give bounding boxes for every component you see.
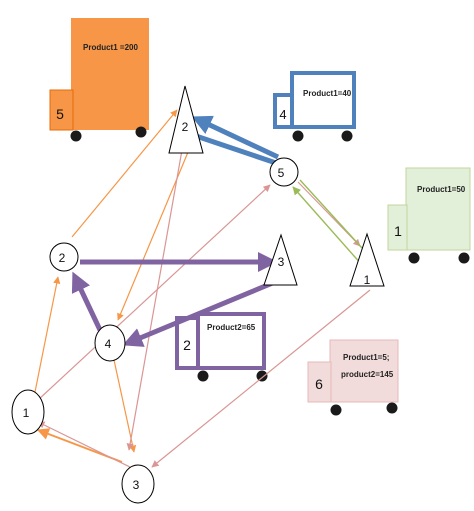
truck-6-wheel <box>386 402 398 414</box>
depot-3-label: 3 <box>278 255 285 269</box>
customer-5: 5 <box>269 157 299 187</box>
route-arrow <box>122 279 276 347</box>
truck-2-number: 2 <box>183 337 191 353</box>
truck-4-cab <box>273 93 294 129</box>
route-arrow <box>299 179 363 249</box>
truck-1-cab <box>387 204 408 251</box>
truck-6-cab <box>307 361 332 403</box>
customer-3: 3 <box>121 464 155 504</box>
truck-6-wheel <box>330 404 342 416</box>
truck-1-wheel <box>408 252 420 264</box>
route-arrow <box>34 276 61 393</box>
truck-2-wheel <box>256 370 268 382</box>
truck-4: 4 Product1=40 <box>273 71 356 142</box>
customer-5-label: 5 <box>278 166 285 180</box>
truck-6-cargo-label-1: Product1=5; <box>343 353 389 362</box>
route-arrow <box>37 421 137 471</box>
truck-1: 1 Product1=50 <box>387 167 471 264</box>
customer-2: 2 <box>49 242 79 272</box>
truck-4-wheel <box>341 130 353 142</box>
truck-5-cargo-box <box>71 18 149 130</box>
customer-1-label: 1 <box>23 406 30 420</box>
truck-5-wheel <box>135 126 147 138</box>
truck-4-number: 4 <box>279 107 286 122</box>
customer-5-circle <box>269 157 299 187</box>
depot-1-triangle <box>349 232 385 287</box>
truck-4-wheel <box>292 130 304 142</box>
truck-2: 2 Product2=65 <box>175 312 268 382</box>
route-arrow <box>292 186 363 266</box>
route-arrow <box>71 271 103 332</box>
truck-1-wheel <box>458 252 470 264</box>
customer-3-circle <box>121 464 155 504</box>
truck-6-number: 6 <box>315 376 323 392</box>
customer-4: 4 <box>94 324 126 362</box>
truck-2-cargo-label: Product2=65 <box>207 323 256 332</box>
depot-1: 1 <box>349 232 385 287</box>
depot-2-label: 2 <box>182 120 189 134</box>
customer-4-label: 4 <box>105 337 112 351</box>
route-arrow <box>117 144 192 321</box>
depot-3-triangle <box>263 233 298 286</box>
depot-1-label: 1 <box>364 273 371 287</box>
truck-1-cargo-label: Product1=50 <box>417 185 466 194</box>
depot-3: 3 <box>263 233 298 286</box>
truck-5: 5 Product1 =200 <box>49 18 149 142</box>
truck-6-cargo-label-2: product2=145 <box>341 370 394 379</box>
truck-6: 6 Product1=5; product2=145 <box>307 339 399 416</box>
truck-2-cargo-box <box>196 312 266 370</box>
truck-4-cargo-box <box>290 71 356 129</box>
customer-2-circle <box>49 242 79 272</box>
truck-1-number: 1 <box>394 223 402 239</box>
route-arrow <box>37 184 271 401</box>
route-arrow <box>126 149 183 451</box>
truck-5-wheel <box>70 130 82 142</box>
customer-3-label: 3 <box>133 478 140 492</box>
route-arrow <box>113 359 137 453</box>
truck-5-cargo-label: Product1 =200 <box>83 43 138 52</box>
route-arrow <box>191 115 280 160</box>
route-arrow <box>71 109 178 238</box>
customer-1: 1 <box>11 389 45 435</box>
customer-4-circle <box>94 324 126 362</box>
depot-2: 2 <box>168 85 204 154</box>
truck-6-cargo-box <box>329 339 399 403</box>
truck-2-wheel <box>197 370 209 382</box>
truck-5-cab <box>49 89 74 131</box>
route-arrow <box>151 289 371 468</box>
truck-4-cargo-label: Product1=40 <box>303 89 352 98</box>
truck-1-cargo-box <box>405 167 471 251</box>
truck-5-number: 5 <box>56 106 64 122</box>
depot-2-triangle <box>168 85 204 154</box>
route-arrow <box>195 133 277 166</box>
customer-2-label: 2 <box>59 251 66 265</box>
customer-1-circle <box>11 389 45 435</box>
